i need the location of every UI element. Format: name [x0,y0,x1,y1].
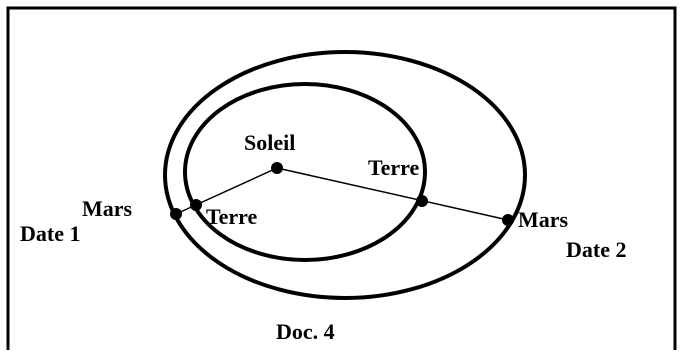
mars-point-date-1 [170,208,182,220]
date-1-label: Date 1 [20,221,80,246]
mars-point-date-2 [502,214,514,226]
earth-point-date-1 [190,199,202,211]
line-date-2 [276,167,509,221]
mars-orbit [163,50,527,300]
mars-label-date-2: Mars [518,207,569,232]
caption: Doc. 4 [276,319,335,344]
mars-label-date-1: Mars [82,196,133,221]
sun-point [271,162,283,174]
frame [6,6,677,350]
earth-label-date-1: Terre [206,204,258,229]
sun-label: Soleil [244,130,295,155]
earth-orbit [183,82,427,262]
earth-label-date-2: Terre [368,155,420,180]
earth-point-date-2 [416,195,428,207]
date-2-label: Date 2 [566,237,626,262]
